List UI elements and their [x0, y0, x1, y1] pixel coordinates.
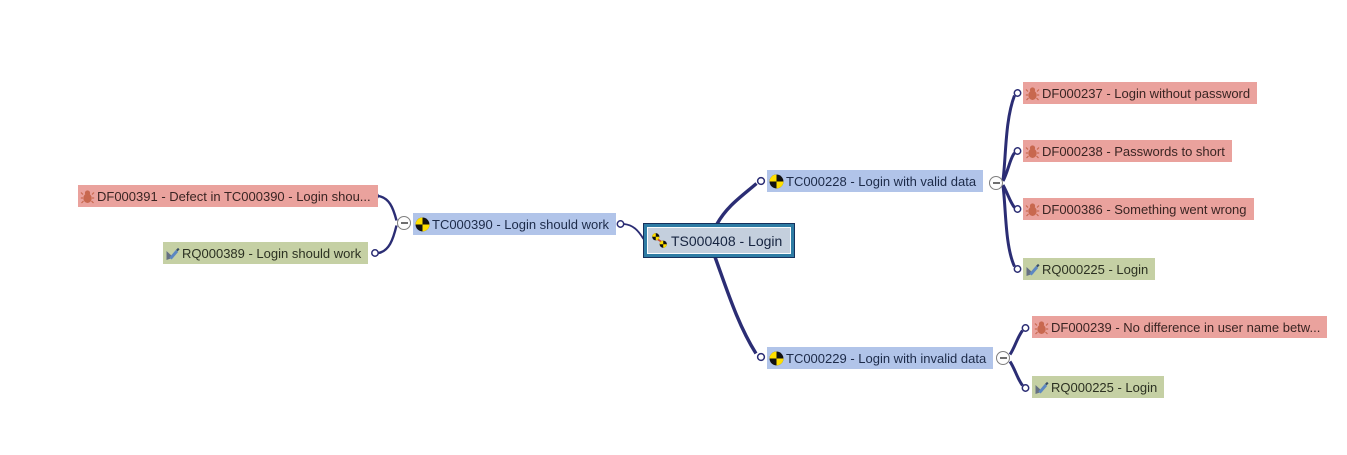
connector-endpoint — [616, 220, 625, 228]
defect-bug-icon — [1025, 86, 1040, 100]
node-label: TS000408 - Login — [671, 232, 783, 249]
connector-line — [715, 182, 758, 225]
node-ts000408-selected[interactable]: TS000408 - Login — [644, 224, 795, 257]
test-suite-icon — [652, 233, 667, 248]
connector-endpoint — [1021, 384, 1030, 392]
collapse-toggle-tc000228[interactable] — [989, 176, 1003, 190]
test-case-icon — [415, 217, 430, 231]
node-df000238[interactable]: DF000238 - Passwords to short — [1023, 140, 1232, 162]
connector-endpoint — [756, 352, 766, 362]
connector-endpoint — [371, 249, 379, 257]
node-label: RQ000389 - Login should work — [182, 245, 362, 261]
connector-line — [623, 223, 645, 240]
node-rq000225-invalid[interactable]: RQ000225 - Login — [1032, 376, 1165, 398]
test-case-icon — [769, 174, 784, 188]
defect-bug-icon — [1034, 320, 1049, 334]
connector-endpoint — [1013, 265, 1022, 273]
node-df000239[interactable]: DF000239 - No difference in user name be… — [1032, 316, 1328, 338]
connector-endpoint — [1013, 205, 1022, 213]
defect-bug-icon — [1025, 144, 1040, 158]
node-tc000228[interactable]: TC000228 - Login with valid data — [767, 170, 984, 192]
node-label: TC000390 - Login should work — [432, 216, 610, 232]
node-rq000389[interactable]: RQ000389 - Login should work — [163, 242, 369, 264]
node-label: RQ000225 - Login — [1051, 379, 1158, 395]
connector-endpoint — [1013, 89, 1022, 97]
node-df000386[interactable]: DF000386 - Something went wrong — [1023, 198, 1254, 220]
defect-bug-icon — [80, 189, 95, 203]
connector-endpoint — [1013, 147, 1022, 155]
node-label: DF000239 - No difference in user name be… — [1051, 319, 1321, 335]
requirement-icon — [166, 247, 180, 260]
connector-line — [1001, 94, 1016, 181]
connector-line — [378, 225, 398, 255]
connector-endpoint — [756, 176, 766, 186]
connector-line — [1001, 151, 1016, 182]
test-case-icon — [769, 351, 784, 365]
node-label: TC000228 - Login with valid data — [786, 173, 977, 189]
collapse-toggle-tc000229[interactable] — [996, 351, 1010, 365]
requirement-icon — [1035, 381, 1049, 394]
connector-line — [378, 194, 398, 221]
connector-endpoint — [1021, 324, 1030, 332]
connector-line — [1008, 329, 1024, 356]
node-df000237[interactable]: DF000237 - Login without password — [1023, 82, 1258, 104]
connector-line — [1008, 360, 1024, 387]
node-label: DF000237 - Login without password — [1042, 85, 1251, 101]
connector-line — [713, 256, 758, 355]
node-label: DF000391 - Defect in TC000390 - Login sh… — [97, 188, 371, 204]
defect-bug-icon — [1025, 202, 1040, 216]
node-df000391[interactable]: DF000391 - Defect in TC000390 - Login sh… — [78, 185, 378, 207]
node-label: DF000238 - Passwords to short — [1042, 143, 1225, 159]
node-rq000225-valid[interactable]: RQ000225 - Login — [1023, 258, 1156, 280]
node-label: DF000386 - Something went wrong — [1042, 201, 1247, 217]
requirement-icon — [1026, 263, 1040, 276]
node-label: RQ000225 - Login — [1042, 261, 1149, 277]
node-tc000390[interactable]: TC000390 - Login should work — [413, 213, 617, 235]
connector-line — [1001, 185, 1016, 268]
node-tc000229[interactable]: TC000229 - Login with invalid data — [767, 347, 994, 369]
collapse-toggle-tc000390[interactable] — [397, 216, 411, 230]
node-label: TC000229 - Login with invalid data — [786, 350, 987, 366]
